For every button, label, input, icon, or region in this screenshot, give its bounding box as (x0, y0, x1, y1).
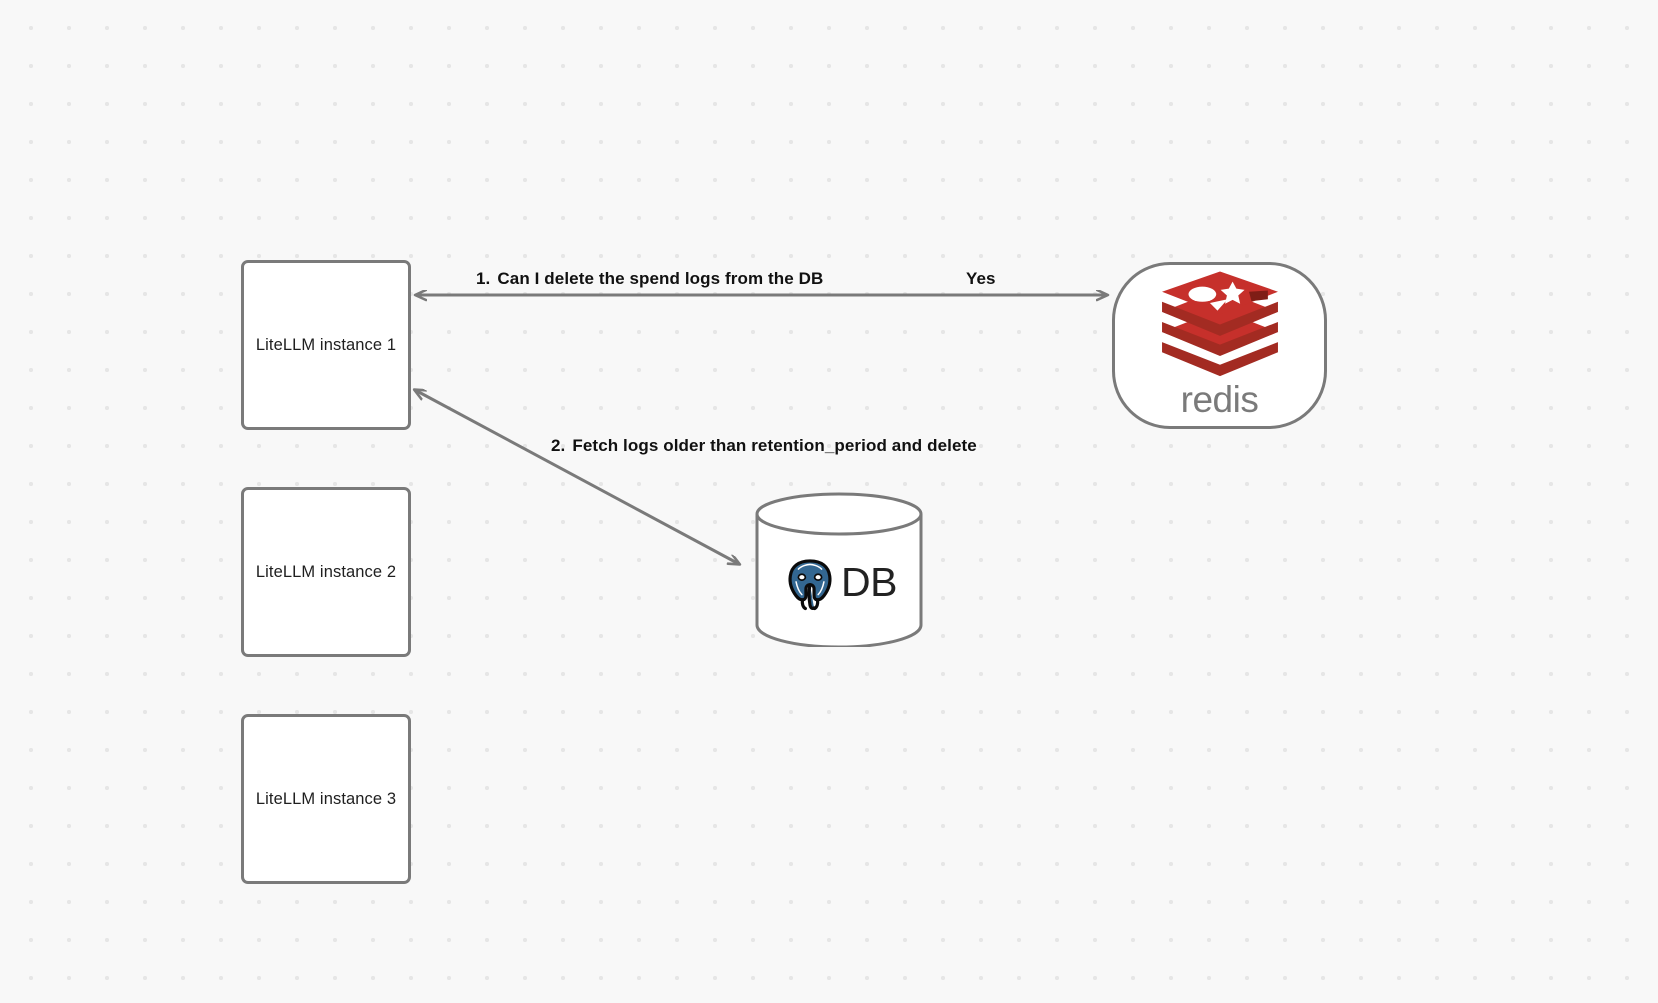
edge-label-step-1-number: 1. (476, 269, 491, 288)
node-redis[interactable]: redis (1112, 262, 1327, 429)
node-litellm-instance-3[interactable]: LiteLLM instance 3 (241, 714, 411, 884)
node-litellm-instance-1-label: LiteLLM instance 1 (255, 335, 397, 354)
database-cylinder-icon (755, 492, 923, 649)
node-litellm-instance-2[interactable]: LiteLLM instance 2 (241, 487, 411, 657)
edge-litellm1-database (415, 390, 739, 564)
database-content: DB (754, 492, 924, 647)
node-litellm-instance-1[interactable]: LiteLLM instance 1 (241, 260, 411, 430)
node-database[interactable]: DB (754, 492, 924, 649)
node-litellm-instance-3-label: LiteLLM instance 3 (255, 789, 397, 808)
edge-label-step-2-number: 2. (551, 436, 566, 455)
node-redis-label: redis (1180, 378, 1259, 420)
edge-label-step-1: 1. Can I delete the spend logs from the D… (476, 269, 823, 289)
redis-logo-icon (1161, 271, 1278, 376)
edge-label-step-2: 2. Fetch logs older than retention_period… (551, 436, 977, 456)
database-label: DB (841, 559, 897, 605)
edge-label-step-1-text: Can I delete the spend logs from the DB (497, 269, 824, 288)
node-litellm-instance-2-label: LiteLLM instance 2 (255, 562, 397, 581)
edge-label-yes-text: Yes (966, 269, 996, 288)
postgresql-elephant-icon (788, 558, 832, 610)
edge-label-step-2-text: Fetch logs older than retention_period a… (572, 436, 977, 455)
edge-label-yes: Yes (966, 269, 996, 289)
